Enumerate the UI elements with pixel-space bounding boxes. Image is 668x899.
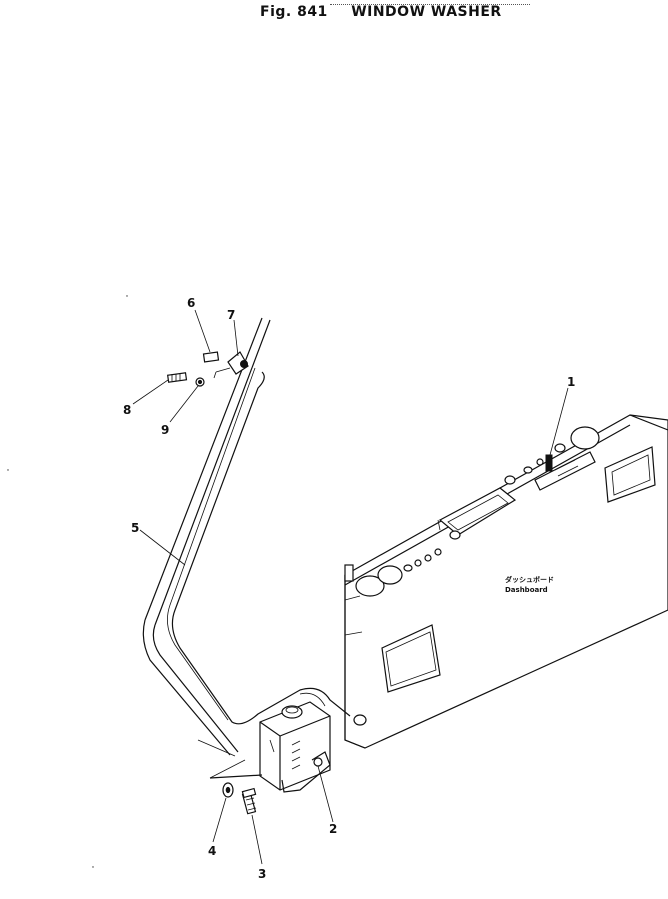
scan-speck xyxy=(92,866,94,868)
callout-4: 4 xyxy=(208,844,216,858)
leader-lines xyxy=(132,309,569,865)
callout-8: 8 xyxy=(123,403,131,417)
callout-2: 2 xyxy=(329,822,337,836)
figure-number: Fig. 841 xyxy=(260,4,328,20)
callout-9: 9 xyxy=(161,423,169,437)
dashboard-panel xyxy=(344,414,668,749)
bolt-and-washer-lower xyxy=(222,782,257,815)
callout-5: 5 xyxy=(131,521,139,535)
bolt-and-washer-upper xyxy=(166,372,205,387)
callout-3: 3 xyxy=(258,867,266,881)
scan-speck xyxy=(7,469,9,471)
dashboard-label-jp: ダッシュボード xyxy=(505,575,554,584)
scan-speck xyxy=(126,295,128,297)
dashboard-label-en: Dashboard xyxy=(505,586,548,594)
washer-hose xyxy=(167,367,351,725)
cropped-header-trace xyxy=(330,0,530,5)
callout-6: 6 xyxy=(187,296,195,310)
nozzle-assembly xyxy=(202,351,249,379)
figure-name: WINDOW WASHER xyxy=(351,4,502,20)
callout-1: 1 xyxy=(567,375,575,389)
figure-title: Fig. 841 WINDOW WASHER xyxy=(260,4,560,26)
callout-7: 7 xyxy=(227,308,235,322)
window-pillar xyxy=(142,317,271,779)
